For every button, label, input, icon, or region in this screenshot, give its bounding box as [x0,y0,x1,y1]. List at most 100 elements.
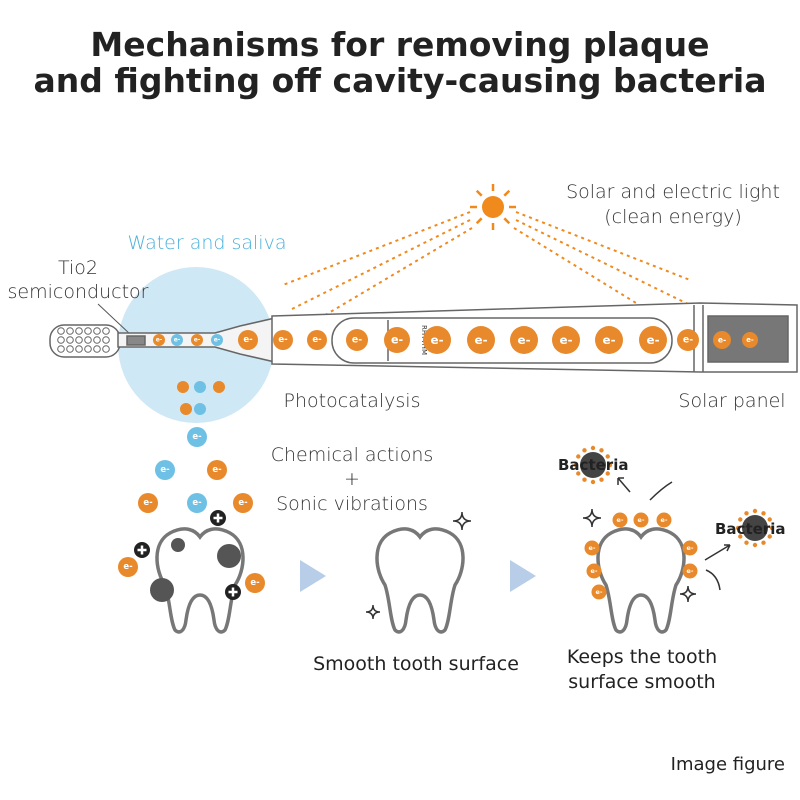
water-label: Water and saliva [128,232,287,254]
actions-label-2: Sonic vibrations [276,493,428,515]
electron-label: e- [591,567,598,575]
electron-label: e- [746,336,754,344]
plus-icon [210,510,226,526]
sun-icon [470,184,516,230]
electron: e- [307,330,327,350]
electron [180,403,192,415]
electron: e- [238,330,258,350]
sparkle-icon [452,511,472,531]
footer-label: Image figure [671,754,785,775]
electron-label: e- [312,335,322,345]
electron-label: e- [250,578,260,588]
plaque-spot [150,578,174,602]
electron: e- [656,512,672,528]
electron-label: e- [156,337,163,344]
plus-icon [134,542,150,558]
bacteria-label-2: Bacteria [715,520,785,538]
plaque-spot [217,544,241,568]
electron: e- [584,540,600,556]
electron-label: e- [391,334,403,347]
electron: e- [187,427,207,447]
electron [194,381,206,393]
arrow-icon [649,481,673,501]
electron: e- [595,326,623,354]
title-line-1: Mechanisms for removing plaque [90,25,709,64]
tooth-icon [596,527,686,634]
electron-label: e- [123,562,133,572]
electron: e- [591,584,607,600]
electron-label: e- [214,337,221,344]
arrow-icon [617,477,631,493]
bacteria-icon [573,445,613,485]
electron: e- [682,540,698,556]
sparkle-icon [365,604,381,620]
smooth-label: Smooth tooth surface [313,653,519,675]
electron: e- [187,493,207,513]
plaque-spot [171,538,185,552]
electron: e- [346,329,368,351]
electron [194,403,206,415]
arrow-icon [705,569,721,591]
electron-label: e- [683,335,693,346]
electron-label: e- [278,335,288,345]
sparkle-icon [679,585,697,603]
solar-panel-label: Solar panel [678,390,785,412]
electron: e- [552,326,580,354]
electron-label: e- [603,333,616,347]
pointer-line [97,303,133,337]
electron-label: e- [638,516,645,524]
electron: e- [612,512,628,528]
electron: e- [677,329,699,351]
electron [213,381,225,393]
electron: e- [742,332,758,348]
electron-label: e- [518,333,531,347]
electron-label: e- [192,498,202,508]
actions-label-1: Chemical actions [271,444,434,466]
arrow-right-icon [300,560,326,592]
electron-label: e- [718,336,726,345]
electron-label: e- [212,465,222,475]
electron-label: e- [143,498,153,508]
actions-plus: + [344,468,360,490]
electron: e- [138,493,158,513]
electron: e- [633,512,649,528]
light-label-1: Solar and electric light [566,181,780,203]
keeps-label-2: surface smooth [568,671,715,693]
semiconductor-label-2: semiconductor [8,281,149,303]
bacteria-label-1: Bacteria [558,456,628,474]
electron: e- [207,460,227,480]
electron-label: e- [192,432,202,442]
electron: e- [384,327,410,353]
plus-icon [225,584,241,600]
electron-label: e- [194,337,201,344]
title-line-2: and fighting off cavity-causing bacteria [33,61,766,100]
electron-label: e- [617,516,624,524]
electron-label: e- [596,588,603,596]
electron-label: e- [174,337,181,344]
electron: e- [155,460,175,480]
electron: e- [467,326,495,354]
electron: e- [713,331,731,349]
electron: e- [639,326,667,354]
electron: e- [682,563,698,579]
electron-label: e- [647,333,660,347]
electron [177,381,189,393]
electron: e- [118,557,138,577]
semiconductor-label-1: Tio2 [58,257,98,279]
arrow-right-icon [510,560,536,592]
electron: e- [211,334,223,346]
electron: e- [245,573,265,593]
electron: e- [423,326,451,354]
light-label-2: (clean energy) [604,206,742,228]
electron: e- [510,326,538,354]
electron-label: e- [589,544,596,552]
electron: e- [273,330,293,350]
electron: e- [191,334,203,346]
electron: e- [153,334,165,346]
bristles [57,327,110,353]
sparkle-icon [582,508,602,528]
electron: e- [233,493,253,513]
electron-label: e- [160,465,170,475]
electron-label: e- [560,333,573,347]
